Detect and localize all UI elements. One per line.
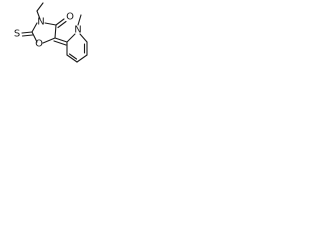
- bond-ethyl-ch2-ch3: [36, 2, 44, 12]
- bond-n-ethyl-ch2: [36, 10, 41, 20]
- bond-c-exo-o-ring: [42, 37, 56, 44]
- bond-c-thione-n: [31, 22, 38, 33]
- bond-thione-double-2: [21, 34, 34, 37]
- atom-o-carbonyl: O: [66, 12, 74, 23]
- bond-carbonyl-double-2: [57, 20, 67, 29]
- bond-pyr-c2-n: [66, 33, 76, 43]
- atom-labels: N O O S N: [14, 12, 82, 50]
- bond-n-methyl: [77, 14, 82, 26]
- bond-o-ring-c-thione: [31, 31, 38, 43]
- atom-o-ring: O: [35, 39, 43, 50]
- bond-carbonyl-double-1: [55, 18, 65, 26]
- molecule-diagram: N O O S N: [14, 2, 88, 63]
- bond-c-carbonyl-c-exo: [54, 24, 57, 39]
- chemical-structure-canvas: N O O S N: [0, 0, 117, 73]
- bond-thione-double-1: [21, 31, 33, 34]
- bond-exocyclic-double-1: [54, 37, 68, 43]
- atom-s-thione: S: [14, 29, 20, 40]
- bond-pyr-c4-c3: [66, 54, 78, 63]
- bond-exocyclic-double-2: [53, 40, 67, 46]
- bonds: [21, 2, 88, 63]
- bond-n-c-carbonyl: [44, 22, 57, 26]
- atom-n-pyridine: N: [74, 25, 81, 36]
- bond-pyr-c4-c3-inner: [68, 53, 78, 60]
- bond-pyr-n-c6: [79, 33, 88, 43]
- atom-n-thiazolidine: N: [37, 17, 44, 28]
- bond-pyr-c5-c4: [76, 54, 88, 63]
